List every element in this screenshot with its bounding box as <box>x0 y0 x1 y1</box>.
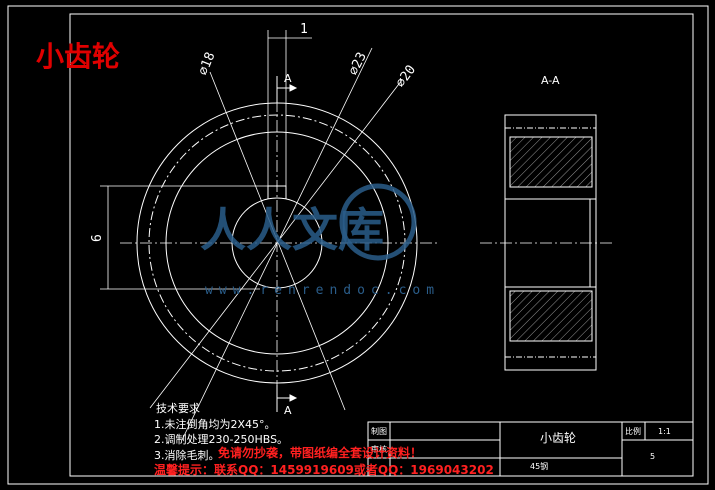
watermark-logo-icon <box>339 183 417 261</box>
hatch-lower <box>509 290 593 342</box>
dim-d18: ⌀18 <box>196 50 219 77</box>
watermark-url: www.renrendoc.com <box>205 283 440 298</box>
section-cut-line <box>276 76 298 412</box>
cut-mark-top: A <box>284 72 292 85</box>
keyway-dimension <box>100 185 268 290</box>
tb-sheet-no: 5 <box>650 452 655 461</box>
warning-line-1: 免请勿抄袭，带图纸编全套设计资料！ <box>218 445 422 460</box>
dim-keyway: 6 <box>90 234 105 242</box>
notes-line-1: 1.未注倒角均为2X45°。 <box>154 417 276 431</box>
hatch-upper <box>509 136 593 188</box>
leader-d18 <box>209 71 346 411</box>
tb-scale-label: 比例 <box>625 426 641 436</box>
drawing-title: 小齿轮 <box>36 40 120 73</box>
watermark-logo-text: 人人文库 <box>200 203 384 257</box>
section-label: A-A <box>541 74 560 87</box>
technical-notes: 技术要求 1.未注倒角均为2X45°。 2.调制处理230-250HBS。 3.… <box>154 402 288 462</box>
notes-line-2: 2.调制处理230-250HBS。 <box>154 433 288 446</box>
width-dimension <box>267 30 312 186</box>
tb-checked-label: 审核 <box>371 444 387 454</box>
section-view <box>480 114 612 371</box>
section-outline <box>504 114 597 371</box>
tb-material-label: 45钢 <box>530 461 548 471</box>
cut-mark-bottom: A <box>284 404 292 417</box>
leader-d20 <box>149 79 403 409</box>
dim-d23: ⌀23 <box>346 50 370 78</box>
tb-part-name: 小齿轮 <box>540 431 576 445</box>
warning-line-2: 温馨提示：联系QQ：1459919609或者QQ：1969043202 <box>154 462 494 477</box>
leader-d23 <box>181 47 373 441</box>
watermark: 人人文库 www.renrendoc.com <box>200 183 440 298</box>
notes-line-3: 3.消除毛刺。 <box>154 448 220 462</box>
notes-heading: 技术要求 <box>156 402 200 415</box>
title-block <box>367 421 694 477</box>
tb-drawn-label: 制图 <box>371 426 387 436</box>
tb-scale-value: 1:1 <box>658 427 671 436</box>
diameter-leaders <box>149 47 403 441</box>
dim-width: 1 <box>300 22 308 37</box>
outer-border <box>7 5 709 485</box>
